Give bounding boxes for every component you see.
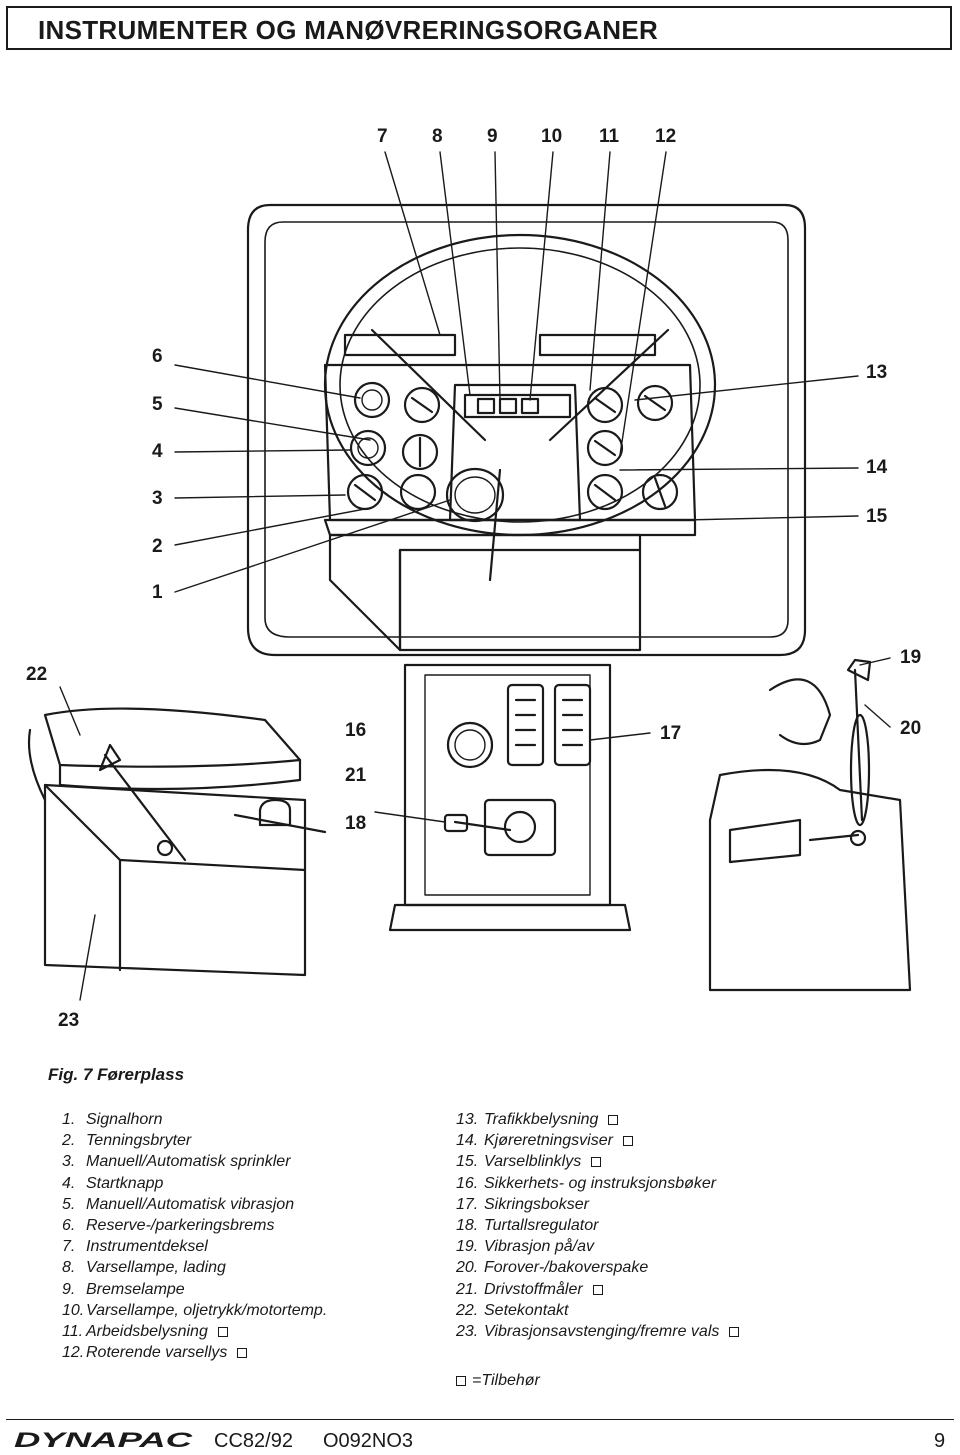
callout-8: 8 [432,126,443,147]
footer-divider [6,1419,954,1420]
accessory-icon [729,1327,740,1338]
legend-item: 11.Arbeidsbelysning [62,1321,327,1342]
legend-item: 5.Manuell/Automatisk vibrasjon [62,1195,295,1213]
legend-item: 1.Signalhorn [62,1111,163,1128]
callout-22: 22 [26,664,48,685]
callout-6: 6 [152,346,163,367]
legend-item: 21.Drivstoffmåler [456,1279,739,1300]
legend-item: 12.Roterende varsellys [62,1342,327,1363]
accessory-icon [592,1284,603,1295]
callout-4: 4 [152,441,163,462]
legend-left-list: 1.Signalhorn 2.Tenningsbryter 3.Manuell/… [62,1109,327,1363]
accessory-icon [622,1136,633,1147]
dynapac-logo: DYNAPAC [14,1431,193,1449]
legend-item: 9.Bremselampe [62,1280,185,1298]
callout-19: 19 [900,647,922,668]
callout-5: 5 [152,394,163,415]
callout-7: 7 [377,126,388,147]
page-title-box: INSTRUMENTER OG MANØVRERINGSORGANER [6,6,952,50]
legend-item: 19.Vibrasjon på/av [456,1238,594,1256]
page-number: 9 [934,1430,946,1452]
legend-item: 8.Varsellampe, lading [62,1259,226,1277]
legend-item: 3.Manuell/Automatisk sprinkler [62,1153,291,1171]
accessory-icon [608,1115,619,1125]
legend-item: 18.Turtallsregulator [456,1217,599,1235]
legend-item: 2.Tenningsbryter [62,1132,192,1150]
callout-1: 1 [152,582,163,603]
operator-platform-illustration: 7 8 9 10 11 12 6 5 4 3 2 1 13 14 15 19 2… [0,60,960,1050]
accessory-icon [456,1376,466,1386]
callout-3: 3 [152,488,163,509]
legend-item: 16.Sikkerhets- og instruksjonsbøker [456,1174,717,1192]
callout-21: 21 [345,765,367,786]
callout-18: 18 [345,813,367,834]
callout-11: 11 [599,126,620,147]
legend-item: 15.Varselblinklys [456,1151,739,1172]
callout-17: 17 [660,723,682,744]
callout-10: 10 [541,126,563,147]
page-title: INSTRUMENTER OG MANØVRERINGSORGANER [38,15,659,45]
document-number: O092NO3 [323,1430,414,1452]
callout-2: 2 [152,536,163,557]
callout-23: 23 [58,1010,80,1031]
dynapac-logo-text: DYNAPAC [14,1431,193,1449]
callout-20: 20 [900,718,922,739]
legend-item: 17.Sikringsbokser [456,1195,589,1213]
figure-caption: Fig. 7 Førerplass [48,1065,185,1084]
legend-item: 4.Startknapp [62,1174,164,1192]
legend-item: 7.Instrumentdeksel [62,1238,208,1256]
legend-item: 23.Vibrasjonsavstenging/fremre vals [456,1321,740,1342]
callout-16: 16 [345,720,367,741]
model-number: CC82/92 [214,1430,293,1452]
accessory-icon [217,1327,228,1338]
callout-15: 15 [866,506,888,527]
legend-item: 13.Trafikkbelysning [456,1109,739,1130]
accessory-icon [591,1157,602,1168]
legend-item: 22.Setekontakt [456,1301,569,1319]
legend-item: 6.Reserve-/parkeringsbrems [62,1217,275,1235]
legend-item: 14.Kjøreretningsviser [456,1130,739,1151]
accessory-note: =Tilbehør [456,1372,540,1390]
callout-9: 9 [487,126,498,147]
operator-platform-drawing [27,151,912,1001]
accessory-note-text: =Tilbehør [472,1372,540,1389]
callout-12: 12 [655,126,677,147]
legend-item: 20.Forover-/bakoverspake [456,1259,649,1277]
legend-right-list: 13.Trafikkbelysning 14.Kjøreretningsvise… [456,1109,740,1342]
callout-13: 13 [866,362,888,383]
legend-item: 10.Varsellampe, oljetrykk/motortemp. [62,1301,328,1319]
callout-14: 14 [866,457,888,478]
accessory-icon [237,1348,248,1359]
